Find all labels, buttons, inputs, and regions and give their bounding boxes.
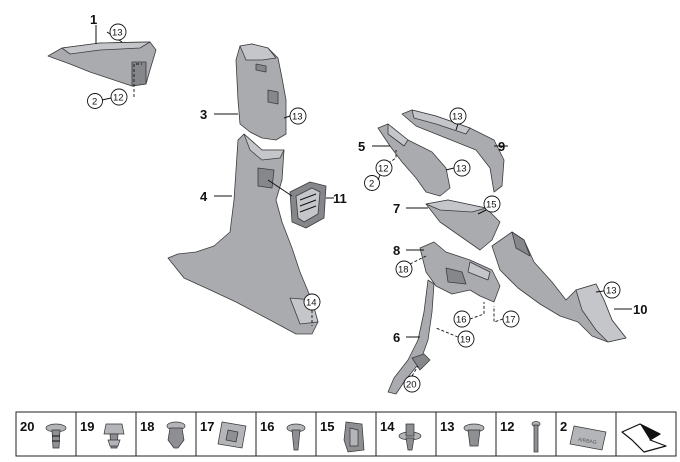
circled-e15: 15 xyxy=(486,200,497,211)
callout-6: 6 xyxy=(393,330,400,345)
circled-a13: 13 xyxy=(112,28,123,39)
part-11-vent xyxy=(289,181,327,229)
callout-8: 8 xyxy=(393,243,400,258)
part-6-seal xyxy=(387,279,435,395)
circled-b13: 13 xyxy=(292,112,303,123)
airbag-badge-icon: AIRBAG xyxy=(569,425,607,451)
circled-a2: 2 xyxy=(92,97,97,108)
callout-9: 9 xyxy=(498,139,505,154)
legend-label-12: 12 xyxy=(500,419,514,434)
hardware-legend: 20 19 18 17 16 15 14 13 12 2 xyxy=(15,411,677,457)
bolt-12-icon xyxy=(531,421,541,453)
clip-17-icon xyxy=(217,421,247,449)
legend-cell-20 xyxy=(15,411,77,457)
legend-label-2: 2 xyxy=(560,419,567,434)
legend-label-14: 14 xyxy=(380,419,395,434)
circled-e12: 12 xyxy=(378,164,389,175)
clip-13-icon xyxy=(463,423,485,447)
circled-e13b: 13 xyxy=(456,164,467,175)
circled-f16: 16 xyxy=(456,315,467,326)
callout-11: 11 xyxy=(333,191,347,206)
circled-f18: 18 xyxy=(398,265,409,276)
part-9-strip xyxy=(401,109,505,193)
callout-3: 3 xyxy=(200,107,207,122)
legend-label-20: 20 xyxy=(20,419,34,434)
circled-g13: 13 xyxy=(606,286,617,297)
clip-18-icon xyxy=(166,421,186,449)
legend-cell-16 xyxy=(255,411,317,457)
part-4-trim xyxy=(167,133,319,335)
circled-f17: 17 xyxy=(505,315,516,326)
part-1-trim xyxy=(47,41,157,87)
legend-cell-15 xyxy=(315,411,377,457)
part-5-trim xyxy=(377,123,451,197)
legend-label-15: 15 xyxy=(320,419,334,434)
legend-label-13: 13 xyxy=(440,419,454,434)
callout-10: 10 xyxy=(633,302,647,317)
legend-label-16: 16 xyxy=(260,419,274,434)
part-8-bracket xyxy=(419,241,501,303)
part-10-trim xyxy=(491,231,627,343)
legend-label-19: 19 xyxy=(80,419,94,434)
clamp-15-icon xyxy=(343,421,365,453)
tab-arrow-icon xyxy=(621,423,667,453)
callout-5: 5 xyxy=(358,139,365,154)
callout-4: 4 xyxy=(200,189,208,204)
circled-e2: 2 xyxy=(369,179,374,190)
callout-1: 1 xyxy=(90,12,97,27)
callout-7: 7 xyxy=(393,201,400,216)
circled-f19: 19 xyxy=(460,335,471,346)
legend-cell-12 xyxy=(495,411,557,457)
legend-cell-2 xyxy=(555,411,617,457)
circled-f20: 20 xyxy=(406,380,417,391)
part-3-trim xyxy=(235,43,287,141)
clip-19-icon xyxy=(103,423,125,449)
clip-20-icon xyxy=(45,423,67,449)
badge-text: AIRBAG xyxy=(577,437,597,446)
circled-d14: 14 xyxy=(306,298,317,309)
legend-label-17: 17 xyxy=(200,419,214,434)
pin-14-icon xyxy=(398,423,422,451)
legend-cell-18 xyxy=(135,411,197,457)
circled-a12: 12 xyxy=(113,93,124,104)
circled-e13: 13 xyxy=(452,112,463,123)
screw-16-icon xyxy=(286,423,306,451)
legend-label-18: 18 xyxy=(140,419,154,434)
